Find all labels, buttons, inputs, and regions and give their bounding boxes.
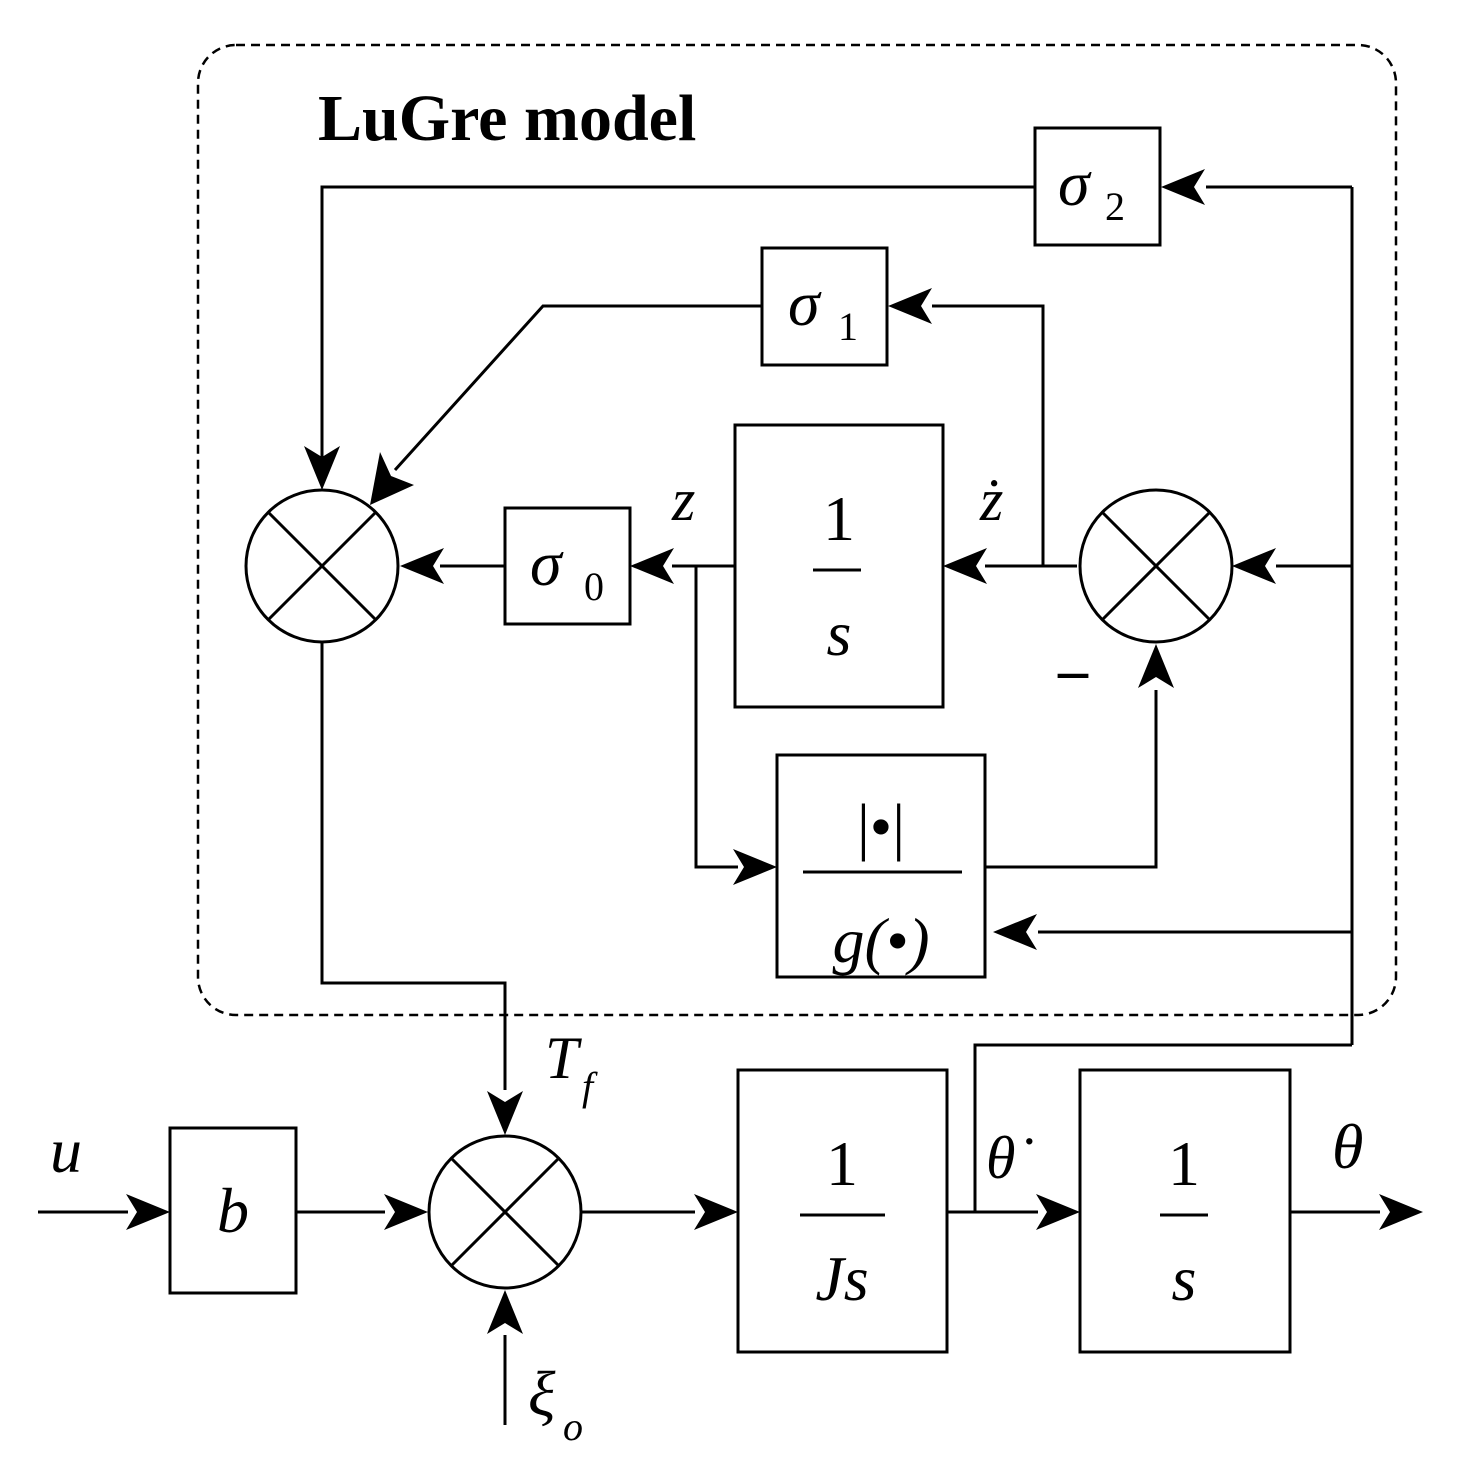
block-sigma2: σ 2 [1033, 126, 1162, 247]
svg-text:s: s [827, 598, 852, 669]
svg-text:σ: σ [788, 268, 822, 339]
svg-text:ξ: ξ [528, 1358, 556, 1429]
svg-text:f: f [582, 1064, 598, 1109]
svg-text:0: 0 [584, 564, 604, 609]
svg-text:2: 2 [1105, 184, 1125, 229]
svg-text:Js: Js [815, 1243, 868, 1314]
block-integrator-theta: 1 s [1078, 1068, 1292, 1354]
label-thetadot: θ̇ [986, 1125, 1032, 1191]
label-z: z [671, 467, 695, 533]
svg-text:g(•): g(•) [832, 905, 929, 976]
svg-text:1: 1 [838, 304, 858, 349]
lugre-title: LuGre model [318, 82, 696, 155]
label-theta: θ [1332, 1111, 1363, 1182]
label-zdot: ż [979, 467, 1003, 533]
svg-text:o: o [563, 1404, 583, 1449]
svg-text:1: 1 [823, 483, 855, 554]
svg-text:1: 1 [826, 1128, 858, 1199]
summing-junction-friction [244, 488, 400, 644]
wires [38, 185, 1380, 1425]
svg-text:σ: σ [530, 528, 564, 599]
label-Tf: T f [545, 1025, 598, 1109]
svg-text:b: b [217, 1175, 249, 1246]
block-sigma0: σ 0 [503, 506, 632, 626]
block-integrator-z: 1 s [733, 423, 945, 709]
block-abs-over-g: |•| g(•) [775, 753, 987, 979]
block-gain-b: b [168, 1126, 298, 1295]
lugre-group-boundary [196, 43, 1398, 1017]
label-minus: – [1057, 637, 1089, 703]
svg-text:T: T [545, 1025, 582, 1091]
svg-text:s: s [1172, 1243, 1197, 1314]
arrowheads [126, 169, 1423, 1334]
summing-junction-torque [427, 1134, 583, 1290]
svg-text:1: 1 [1168, 1128, 1200, 1199]
summing-junction-zdot [1078, 488, 1234, 644]
block-plant: 1 Js [736, 1068, 949, 1354]
block-sigma1: σ 1 [760, 246, 889, 367]
svg-text:|•|: |•| [857, 791, 905, 862]
svg-text:σ: σ [1058, 148, 1092, 219]
label-xi: ξ o [528, 1358, 583, 1449]
label-u: u [50, 1115, 82, 1186]
